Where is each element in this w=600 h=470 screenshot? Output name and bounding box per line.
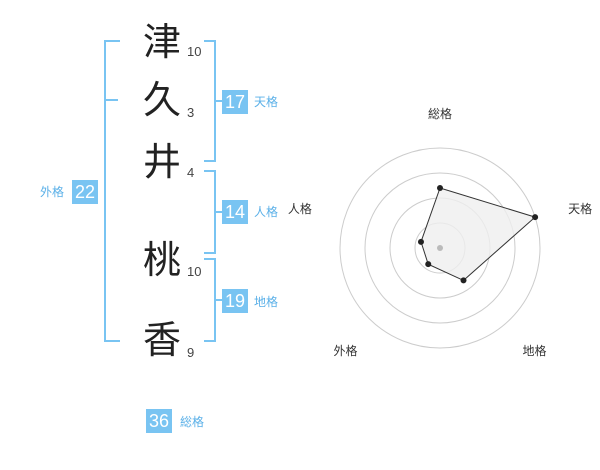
gaikaku-badge: 22 bbox=[72, 180, 99, 204]
stroke-count-4: 10 bbox=[187, 264, 202, 279]
tenkaku-connector bbox=[214, 100, 222, 102]
soukaku-badge: 36 bbox=[146, 409, 173, 433]
tenkaku-badge: 17 bbox=[222, 90, 249, 114]
radar-point bbox=[425, 261, 432, 268]
jinkaku-label: 人格 bbox=[254, 205, 279, 219]
jinkaku-connector bbox=[214, 211, 222, 213]
radar-ring bbox=[339, 147, 541, 349]
chikaku-connector bbox=[214, 299, 222, 301]
gaikaku-bracket bbox=[104, 40, 120, 342]
name-char-3: 井 bbox=[142, 140, 181, 184]
radar-point bbox=[437, 185, 443, 191]
jinkaku-badge: 14 bbox=[222, 200, 249, 224]
radar-ring bbox=[364, 172, 516, 324]
radar-axis-label: 総格 bbox=[428, 106, 452, 121]
radar-point bbox=[532, 214, 539, 221]
name-char-4: 桃 bbox=[142, 238, 181, 282]
name-char-1: 津 bbox=[142, 20, 181, 64]
radar-axis-label: 外格 bbox=[333, 343, 357, 358]
stroke-count-1: 10 bbox=[187, 44, 202, 59]
stroke-count-2: 3 bbox=[187, 105, 195, 120]
gaikaku-label: 外格 bbox=[40, 185, 65, 199]
radar-points bbox=[417, 185, 539, 284]
radar-axis-label: 地格 bbox=[523, 343, 547, 358]
radar-center-dot bbox=[437, 245, 443, 251]
tenkaku-label: 天格 bbox=[254, 95, 279, 109]
stroke-count-5: 9 bbox=[187, 345, 195, 360]
radar-polygon bbox=[420, 187, 537, 281]
name-char-2: 久 bbox=[142, 78, 181, 122]
radar-point bbox=[460, 277, 467, 284]
radar-axis-label: 天格 bbox=[568, 201, 592, 216]
chikaku-badge: 19 bbox=[222, 289, 249, 313]
gaikaku-tick bbox=[104, 99, 118, 101]
radar-axis-label: 人格 bbox=[288, 201, 312, 216]
soukaku-label: 総格 bbox=[180, 415, 205, 429]
radar-point bbox=[417, 238, 424, 245]
stroke-count-3: 4 bbox=[187, 165, 195, 180]
name-char-5: 香 bbox=[142, 318, 181, 362]
chikaku-label: 地格 bbox=[254, 295, 279, 309]
